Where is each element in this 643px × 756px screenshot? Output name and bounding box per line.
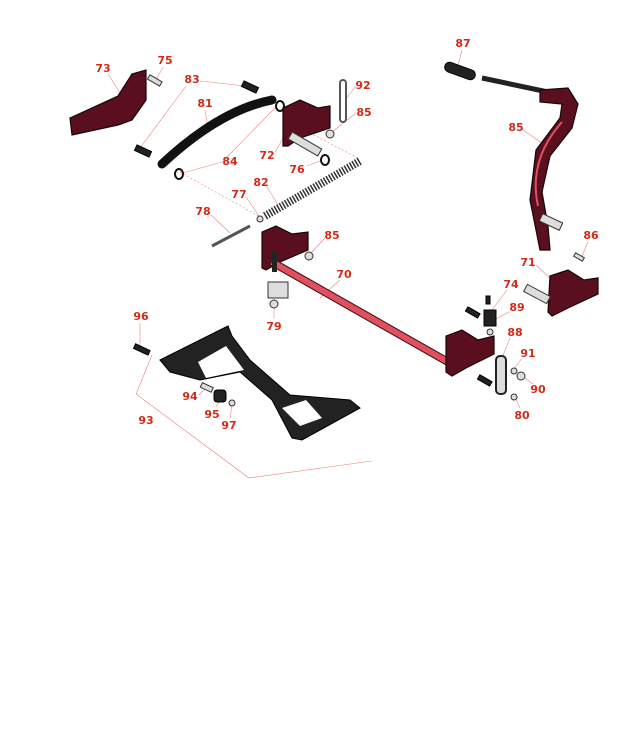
part-76-washer	[320, 154, 330, 166]
callout-86: 86	[583, 229, 599, 242]
callout-85: 85	[508, 121, 523, 134]
part-81-arm	[157, 95, 277, 169]
callout-70: 70	[336, 268, 352, 281]
part-77-washer	[256, 215, 264, 223]
part-94-bolt	[199, 381, 214, 393]
callout-71: 71	[520, 256, 535, 269]
callout-95: 95	[204, 408, 219, 421]
callout-90: 90	[530, 383, 546, 396]
callout-85: 85	[324, 229, 339, 242]
part-79-block	[267, 252, 289, 309]
callout-97: 97	[221, 419, 236, 432]
part-97-nut	[228, 399, 236, 407]
part-91-nut	[510, 367, 518, 375]
callout-80: 80	[514, 409, 530, 422]
callout-91: 91	[520, 347, 535, 360]
callout-78: 78	[195, 205, 210, 218]
part-82-spring	[262, 157, 363, 220]
callout-83: 83	[184, 73, 199, 86]
callout-85: 85	[356, 106, 371, 119]
part-83-bolt	[133, 80, 260, 158]
callout-labels: 73 75 83 81 84 72 76 92 85 82 77 78 85 7…	[95, 37, 599, 432]
callout-93: 93	[138, 414, 153, 427]
part-93-frame	[159, 325, 361, 441]
callout-87: 87	[455, 37, 470, 50]
part-72-bracket	[282, 99, 331, 157]
part-90-washer	[516, 371, 526, 381]
part-95-bushing	[213, 389, 227, 403]
part-85-nut	[304, 129, 335, 261]
callout-94: 94	[182, 390, 198, 403]
part-87-handle	[444, 61, 476, 81]
callout-75: 75	[157, 54, 172, 67]
callout-89: 89	[509, 301, 524, 314]
callout-76: 76	[289, 163, 305, 176]
callout-79: 79	[266, 320, 281, 333]
part-86-pin	[572, 252, 586, 262]
part-88-plate	[476, 355, 507, 395]
part-89-bolt	[464, 306, 494, 336]
part-92-chain	[339, 79, 347, 123]
part-80-nut	[510, 393, 518, 401]
part-96-bolt	[132, 343, 151, 356]
part-75-bolt	[146, 74, 163, 87]
part-85-lever	[481, 75, 579, 251]
part-84-washer	[174, 100, 285, 180]
part-74-block	[483, 295, 497, 327]
callout-96: 96	[133, 310, 149, 323]
callout-77: 77	[231, 188, 246, 201]
part-71-bracket	[522, 269, 599, 317]
part-70-rod	[261, 225, 495, 377]
callout-84: 84	[222, 155, 238, 168]
callout-74: 74	[503, 278, 519, 291]
callout-82: 82	[253, 176, 268, 189]
callout-73: 73	[95, 62, 110, 75]
part-78-bolt	[211, 224, 251, 248]
callout-81: 81	[197, 97, 212, 110]
callout-72: 72	[259, 149, 274, 162]
part-73-bracket	[69, 69, 147, 136]
callout-88: 88	[507, 326, 522, 339]
callout-92: 92	[355, 79, 370, 92]
